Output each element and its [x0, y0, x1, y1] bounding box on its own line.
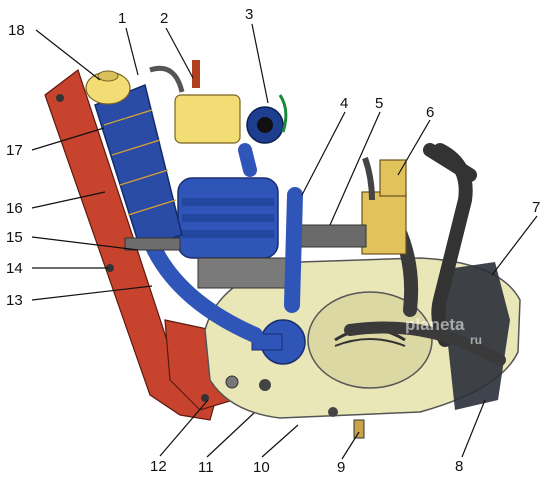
callout-6: 6	[426, 104, 434, 121]
leader-15	[31, 236, 139, 251]
callout-14: 14	[6, 260, 23, 277]
temp-sensor	[192, 60, 200, 88]
leader-1	[125, 27, 139, 76]
cylinder-block	[177, 177, 287, 289]
leader-18	[35, 29, 101, 81]
callout-17: 17	[6, 142, 23, 159]
callout-1: 1	[118, 10, 126, 27]
callout-15: 15	[6, 229, 23, 246]
watermark-suffix: ru	[470, 333, 482, 347]
leader-3	[251, 23, 269, 104]
frame-bolt	[106, 264, 114, 272]
intake-pipe	[299, 224, 367, 248]
leader-7	[491, 215, 538, 276]
leader-16	[31, 191, 106, 209]
callout-5: 5	[375, 95, 383, 112]
filler-cap	[225, 375, 239, 389]
callout-7: 7	[532, 199, 540, 216]
leader-4	[301, 111, 346, 196]
expansion-tank	[85, 70, 131, 105]
callout-numbers: 1 2 3 4 5 6 7 8 9 10 11 12 13 14 15 16 1…	[6, 6, 540, 476]
callout-18: 18	[8, 22, 25, 39]
callout-13: 13	[6, 292, 23, 309]
cylinder-base	[197, 257, 287, 289]
coolant-hoses	[142, 143, 303, 343]
leader-lines	[31, 23, 538, 460]
bottom-bolt	[353, 419, 365, 439]
radiator-bracket	[124, 237, 181, 251]
leader-5	[329, 111, 381, 226]
frame-bolt	[56, 94, 64, 102]
leader-9	[341, 431, 360, 460]
callout-16: 16	[6, 200, 23, 217]
leader-17	[31, 127, 105, 151]
callout-12: 12	[150, 458, 167, 475]
leader-11	[206, 412, 255, 458]
leader-12	[159, 399, 209, 457]
callout-2: 2	[160, 10, 168, 27]
callout-11: 11	[198, 459, 214, 476]
callout-8: 8	[455, 458, 463, 475]
leader-6	[397, 119, 431, 176]
callout-10: 10	[253, 459, 270, 476]
oil-plug	[259, 379, 271, 391]
watermark: planeta	[405, 315, 465, 334]
leader-10	[261, 424, 299, 458]
leader-8	[461, 399, 486, 458]
callout-4: 4	[340, 95, 348, 112]
leader-2	[165, 27, 194, 79]
callout-9: 9	[337, 459, 345, 476]
frame-bolt	[201, 394, 209, 402]
ignition-coil	[246, 94, 288, 144]
drain-plug	[328, 407, 338, 417]
leader-13	[31, 285, 153, 301]
callout-3: 3	[245, 6, 253, 23]
thermostat-housing	[149, 60, 241, 144]
